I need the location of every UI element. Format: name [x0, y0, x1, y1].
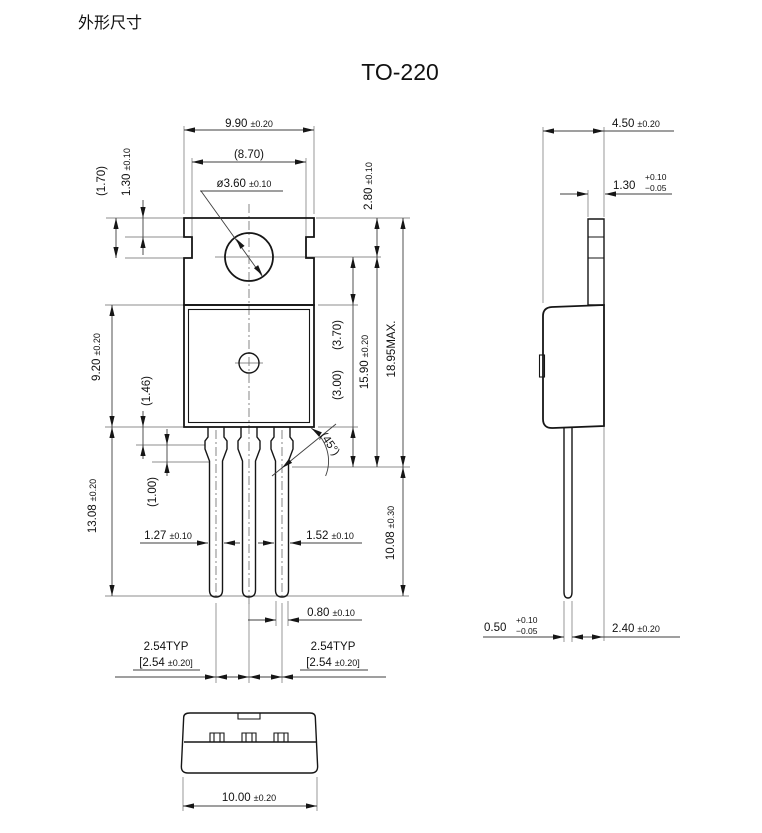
dim-hole-diameter: ø3.60±0.10: [217, 178, 272, 190]
lead-2: [237, 427, 261, 598]
dim-tab-thickness: 1.30: [613, 180, 635, 192]
dim-inner-width: (8.70): [234, 149, 264, 161]
body-center-mark: [238, 352, 260, 374]
bottom-lead-stub-1: [209, 732, 225, 742]
dim-lead-tip-width: 0.80±0.10: [307, 607, 355, 619]
front-body-outline: [183, 304, 315, 428]
dim-lead-offset: 2.40±0.20: [612, 623, 660, 635]
side-view: [538, 218, 605, 599]
dim-pitch-left-bracket: [2.54±0.20]: [139, 657, 193, 669]
bottom-lead-stub-2: [241, 732, 257, 742]
dim-lead-thickness-tolerance: +0.10−0.05: [516, 615, 538, 636]
side-body-pip: [538, 354, 546, 378]
dimension-arrowheads: [109, 127, 616, 809]
side-tab-notch-lines: [588, 236, 604, 259]
page-heading: 外形尺寸: [78, 14, 142, 32]
front-body-inner-line: [187, 308, 311, 424]
dim-lead-thickness: 0.50: [484, 622, 506, 634]
dim-hole-to-body: (3.70): [332, 320, 344, 350]
dim-tab-thickness-tolerance: +0.10−0.05: [645, 172, 667, 193]
side-tab: [587, 218, 605, 306]
dimension-lines: [111, 129, 680, 807]
lead-3: [270, 427, 294, 598]
dim-lead-length: 13.08±0.20: [87, 479, 99, 533]
dim-body-height: 9.20±0.20: [91, 333, 103, 381]
dim-body-to-bend: 15.90±0.20: [359, 335, 371, 389]
center-lines: [215, 204, 283, 604]
dim-tab-width: 9.90±0.20: [225, 118, 273, 130]
front-view: [183, 217, 315, 598]
dim-total-height: 18.95MAX.: [386, 321, 398, 378]
labels: 外形尺寸 TO-220 9.90±0.20 (8.70) ø3.60±0.10 …: [78, 14, 667, 804]
dim-pitch-left-typ: 2.54TYP: [144, 641, 189, 653]
dim-lead-root: (3.00): [332, 370, 344, 400]
extension-lines: [105, 126, 605, 811]
dim-notch-height: 1.30±0.10: [121, 148, 133, 196]
dim-lead-width-1: 1.27±0.10: [144, 530, 192, 542]
bottom-lead-stub-3: [273, 732, 289, 742]
side-body: [542, 304, 605, 429]
dim-lead-width-2: 1.52±0.10: [306, 530, 354, 542]
side-lead: [563, 427, 573, 599]
dim-body-depth: 4.50±0.20: [612, 118, 660, 130]
dim-pitch-right-bracket: [2.54±0.20]: [306, 657, 360, 669]
bottom-notch: [237, 713, 261, 720]
dim-lead-free: 10.08±0.30: [385, 506, 397, 560]
lead-1: [204, 427, 228, 598]
dim-shoulder: (1.46): [141, 376, 153, 406]
dim-notch-offset: (1.70): [96, 166, 108, 196]
dim-pitch-right-typ: 2.54TYP: [311, 641, 356, 653]
mounting-hole: [224, 232, 274, 282]
package-title: TO-220: [361, 59, 439, 85]
dim-package-width: 10.00±0.20: [222, 792, 276, 804]
bottom-outline: [180, 712, 319, 774]
dim-hole-to-top: 2.80±0.10: [363, 162, 375, 210]
bottom-view: [180, 712, 319, 774]
dim-bend-angle: (45°): [317, 431, 341, 459]
dim-chamfer: (1.00): [147, 477, 159, 507]
